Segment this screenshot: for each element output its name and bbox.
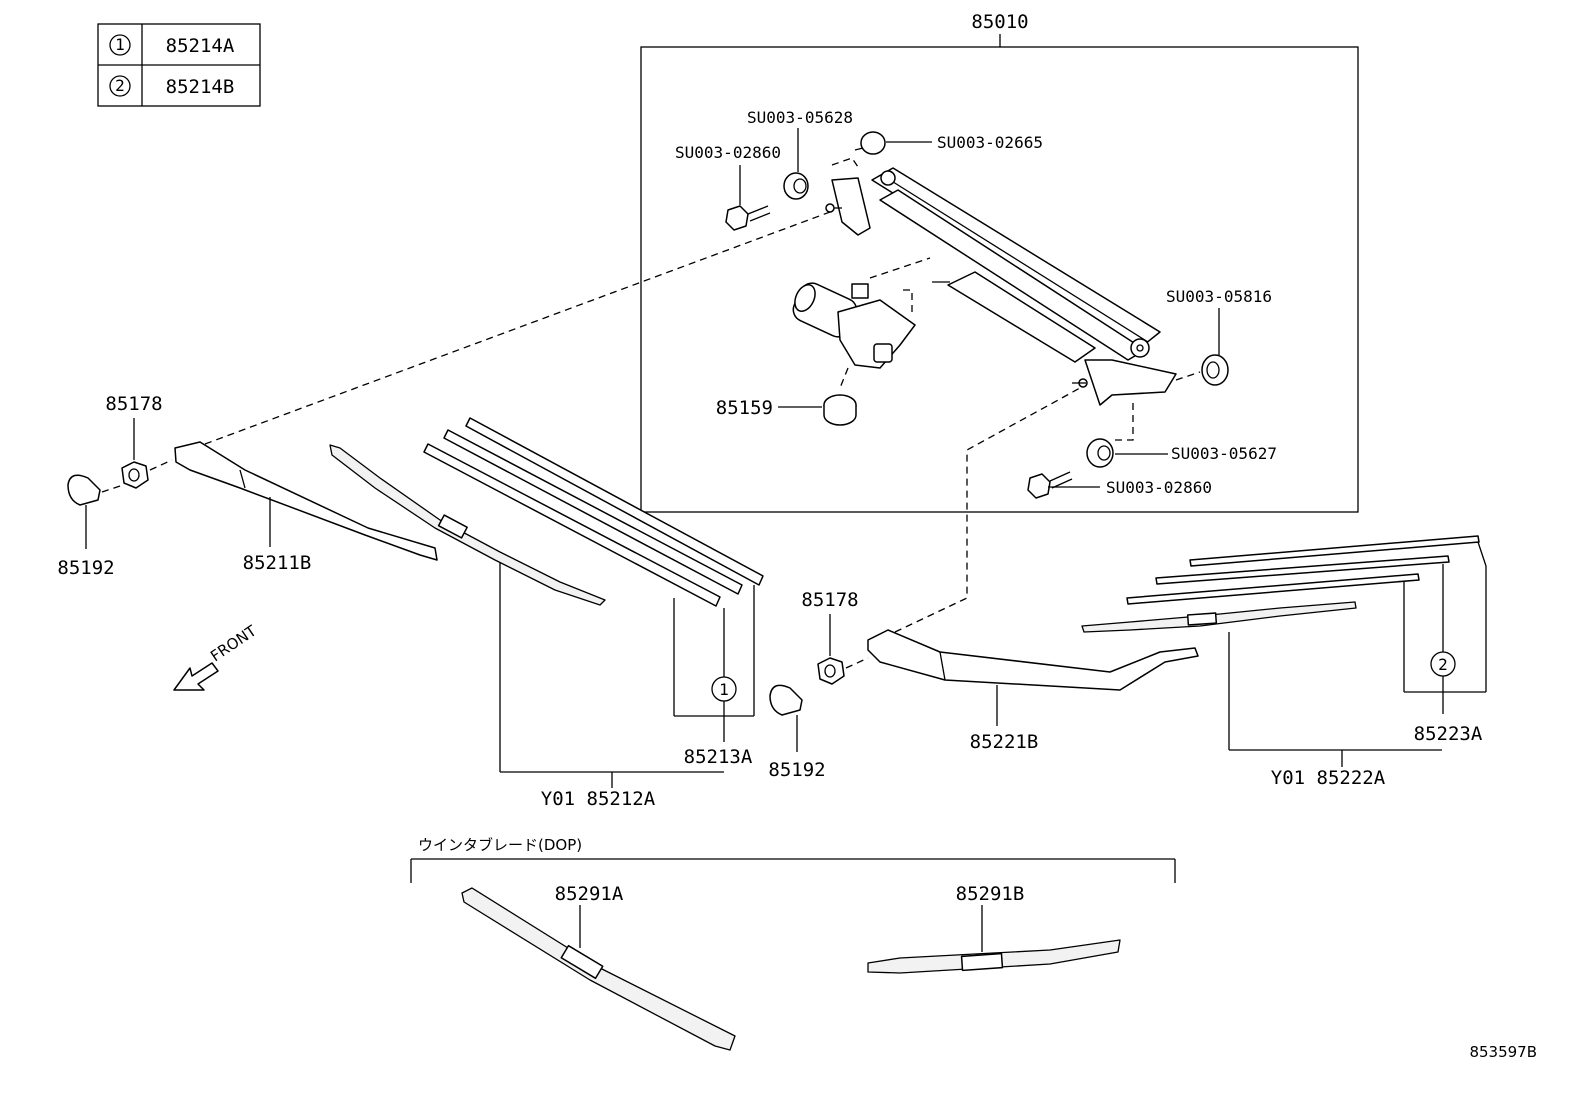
nut-right-label: 85178 [801,589,858,611]
front-label: FRONT [207,621,260,665]
right-blade-rubbers: 2 85223A [1126,535,1487,745]
front-arrow-icon [173,662,219,691]
wiper-motor [792,257,931,389]
bushing-right-label: SU003-05627 [1171,444,1277,463]
left-arm-leader [204,211,831,445]
legend-marker-2 [109,75,131,97]
winter-blade-left: 85291A [461,883,736,1051]
arm-right-label: 85221B [970,731,1039,753]
cap-right-label: SU003-05816 [1166,287,1272,306]
legend-marker-1-text: 1 [115,35,125,54]
left-blade-assembly: Y01 85212A [329,444,724,810]
left-cap-part: 85192 [57,474,121,579]
right-cap-part: 85192 [768,684,826,781]
legend-marker-2-text: 2 [115,76,125,95]
diagram-id: 853597B [1469,1043,1537,1061]
left-pivot-fasteners: SU003-02860 SU003-05628 SU003-02665 [675,108,1043,231]
legend-table: 1 85214A 2 85214B [97,23,261,107]
linkage-assembly-box: 85010 [640,11,1359,513]
winter-blade-group: ウインタブレード(DOP) 85291A 85291B [410,836,1176,1051]
legend-marker-1 [109,34,131,56]
left-nut-part: 85178 [105,393,173,489]
front-arrow: FRONT [173,621,260,691]
bolt-bottom-label: SU003-02860 [1106,478,1212,497]
right-pivot-fasteners: SU003-05816 SU003-05627 SU003-02860 [1027,287,1277,499]
left-wiper-arm: 85211B [174,441,438,574]
right-arm-leader [894,387,1081,633]
rubber-right-label: 85223A [1414,723,1483,745]
blade-left-label: Y01 85212A [541,788,656,810]
left-blade-rubbers: 1 85213A [423,417,764,768]
bushing-top-label: SU003-05628 [747,108,853,127]
right-wiper-arm: 85221B [867,629,1199,753]
cap-left-label: 85192 [57,557,114,579]
legend-part-2: 85214B [166,76,235,98]
marker-1-text: 1 [719,680,729,699]
right-nut-part: 85178 [801,589,869,685]
wiper-linkage [825,167,1177,406]
winter-left-label: 85291A [555,883,624,905]
blade-right-label: Y01 85222A [1271,767,1386,789]
marker-2-text: 2 [1438,655,1448,674]
motor-cap-part: 85159 [716,394,857,426]
rubber-left-label: 85213A [684,746,753,768]
winter-right-label: 85291B [956,883,1025,905]
cap-right-part-label: 85192 [768,759,825,781]
option-group-label: ウインタブレード(DOP) [418,836,582,854]
arm-left-label: 85211B [243,552,312,574]
nut-left-label: 85178 [105,393,162,415]
bolt-top-label: SU003-02860 [675,143,781,162]
cap-top-label: SU003-02665 [937,133,1043,152]
assembly-label: 85010 [971,11,1028,33]
legend-part-1: 85214A [166,35,235,57]
right-blade-assembly: Y01 85222A [1081,601,1442,789]
motor-cap-label: 85159 [716,397,773,419]
winter-blade-right: 85291B [867,883,1121,974]
